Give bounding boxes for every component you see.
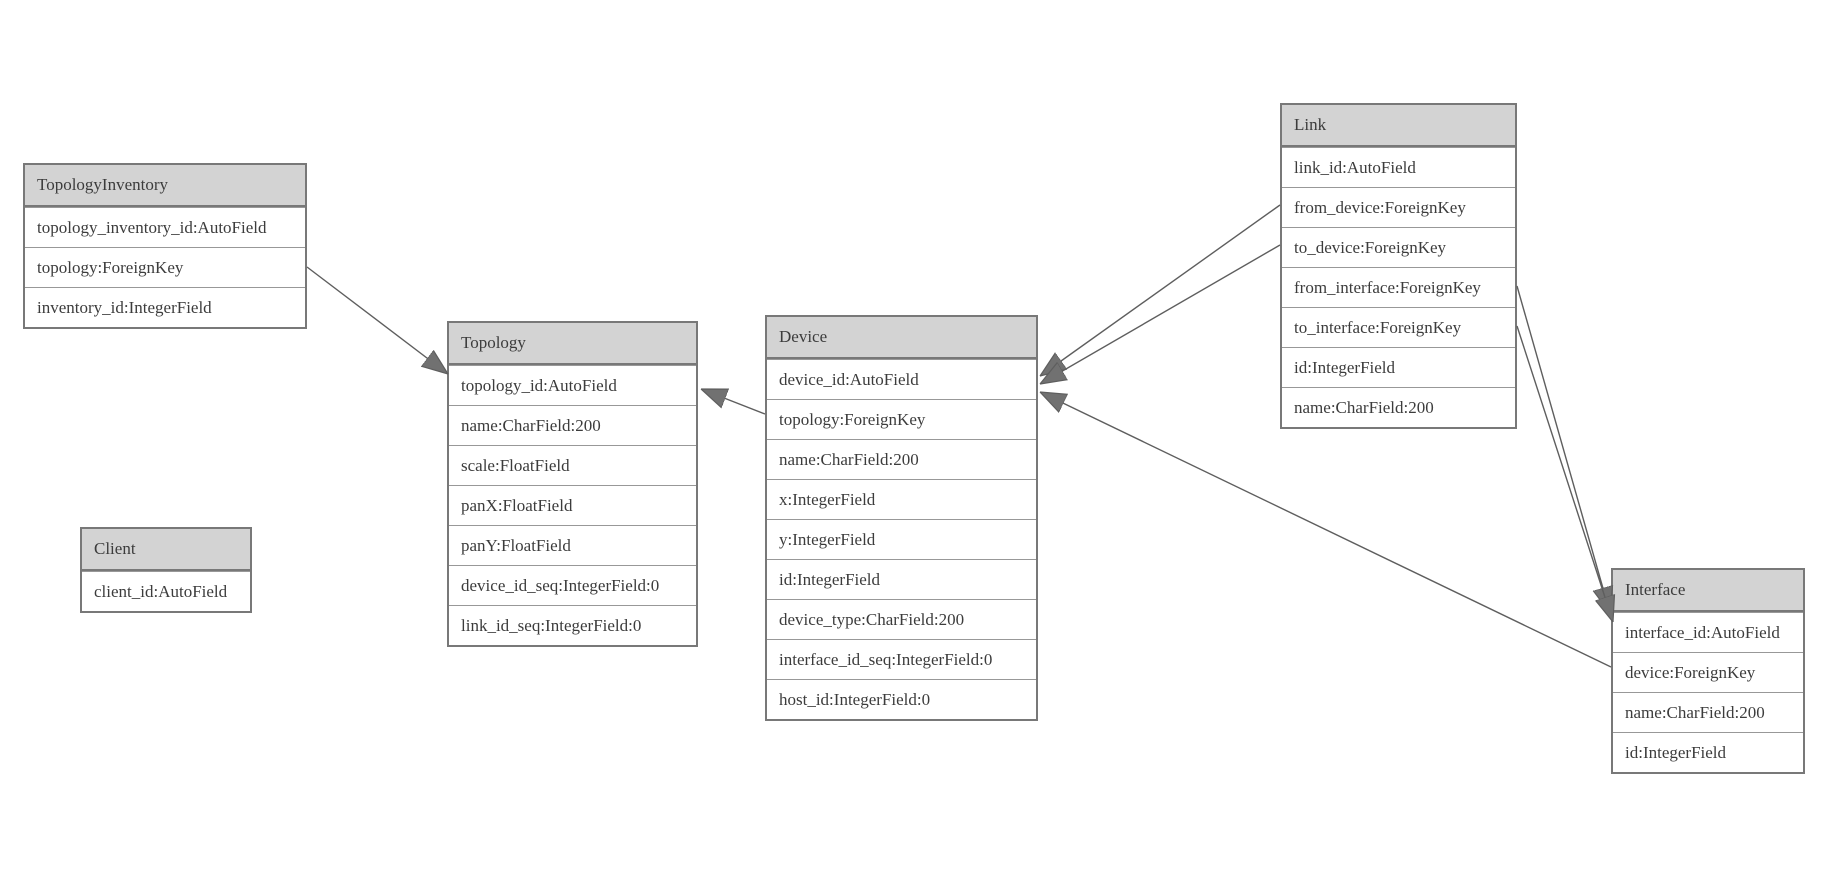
entity-link-field-to_interface: to_interface:ForeignKey (1282, 307, 1515, 347)
entity-device-field-name: name:CharField:200 (767, 439, 1036, 479)
entity-interface-field-device: device:ForeignKey (1613, 652, 1803, 692)
entity-topologyinventory-field-inventory_id: inventory_id:IntegerField (25, 287, 305, 327)
entity-topology-field-device_id_seq: device_id_seq:IntegerField:0 (449, 565, 696, 605)
entity-link-field-to_device: to_device:ForeignKey (1282, 227, 1515, 267)
entity-link-field-name: name:CharField:200 (1282, 387, 1515, 427)
entity-device-title: Device (767, 317, 1036, 359)
entity-topology-field-scale: scale:FloatField (449, 445, 696, 485)
entity-device-field-interface_id_seq: interface_id_seq:IntegerField:0 (767, 639, 1036, 679)
entity-interface-field-name: name:CharField:200 (1613, 692, 1803, 732)
entity-device-field-device_id: device_id:AutoField (767, 359, 1036, 399)
entity-device-field-x: x:IntegerField (767, 479, 1036, 519)
entity-topology-field-panY: panY:FloatField (449, 525, 696, 565)
entity-device-field-host_id: host_id:IntegerField:0 (767, 679, 1036, 719)
entity-interface-field-interface_id: interface_id:AutoField (1613, 612, 1803, 652)
entity-link-field-from_interface: from_interface:ForeignKey (1282, 267, 1515, 307)
entity-topology-field-topology_id: topology_id:AutoField (449, 365, 696, 405)
entity-device-field-device_type: device_type:CharField:200 (767, 599, 1036, 639)
entity-device-field-id: id:IntegerField (767, 559, 1036, 599)
entity-topology-field-link_id_seq: link_id_seq:IntegerField:0 (449, 605, 696, 645)
entity-topologyinventory-field-topology: topology:ForeignKey (25, 247, 305, 287)
entity-device-field-y: y:IntegerField (767, 519, 1036, 559)
entity-device-field-topology: topology:ForeignKey (767, 399, 1036, 439)
entity-link-title: Link (1282, 105, 1515, 147)
entity-interface-field-id: id:IntegerField (1613, 732, 1803, 772)
entity-topology-field-name: name:CharField:200 (449, 405, 696, 445)
entity-client-field-client_id: client_id:AutoField (82, 571, 250, 611)
entity-client-title: Client (82, 529, 250, 571)
entity-topology-title: Topology (449, 323, 696, 365)
entity-link-field-link_id: link_id:AutoField (1282, 147, 1515, 187)
entity-topologyinventory-title: TopologyInventory (25, 165, 305, 207)
entity-link-field-id: id:IntegerField (1282, 347, 1515, 387)
entity-topology-field-panX: panX:FloatField (449, 485, 696, 525)
entity-topologyinventory-field-topology_inventory_id: topology_inventory_id:AutoField (25, 207, 305, 247)
entity-interface-title: Interface (1613, 570, 1803, 612)
entity-link-field-from_device: from_device:ForeignKey (1282, 187, 1515, 227)
